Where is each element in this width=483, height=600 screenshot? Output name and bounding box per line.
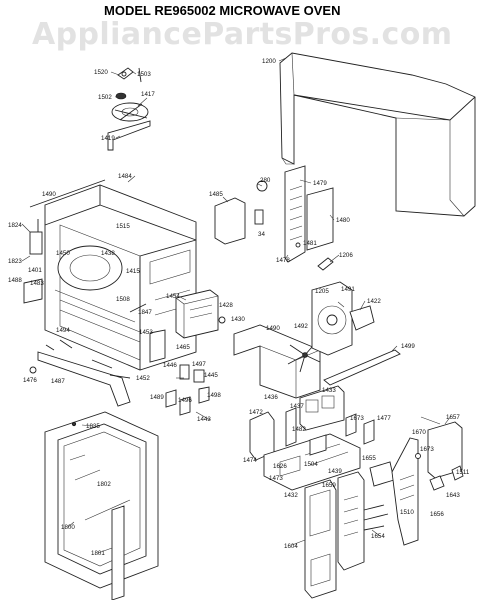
part-label: 1626 (273, 463, 287, 470)
part-label: 1484 (118, 173, 132, 180)
part-label: 1670 (412, 429, 426, 436)
part-label: 1835 (86, 423, 100, 430)
part-label: 1800 (61, 524, 75, 531)
latch-parts-drawing (29, 339, 211, 421)
part-label: 1419 (101, 135, 115, 142)
part-label: 1508 (116, 296, 130, 303)
part-label: 1438 (101, 250, 115, 257)
magnetron-drawing (129, 289, 226, 363)
part-label: 34 (258, 231, 265, 238)
part-label: 1824 (8, 222, 22, 229)
control-front-panel-drawing (304, 471, 389, 599)
part-label: 1450 (56, 250, 70, 257)
part-label: 1496 (178, 397, 192, 404)
part-labels: 1520 1503 1502 1417 1419 1200 1484 280 1… (8, 58, 470, 557)
part-label: 1430 (231, 316, 245, 323)
part-label: 1428 (219, 302, 233, 309)
oven-cavity-drawing (23, 179, 197, 371)
part-label: 1415 (126, 268, 140, 275)
part-label: 1673 (420, 446, 434, 453)
part-label: 1504 (304, 461, 318, 468)
door-assembly-drawing (44, 411, 159, 600)
part-label: 1488 (8, 277, 22, 284)
part-label: 1494 (56, 327, 70, 334)
part-label: 1510 (400, 509, 414, 516)
part-label: 1476 (23, 377, 37, 384)
part-label: 1206 (339, 252, 353, 259)
part-label: 1439 (328, 468, 342, 475)
control-panel-drawing (249, 385, 375, 491)
part-label: 1487 (51, 378, 65, 385)
part-label: 1453 (139, 329, 153, 336)
right-side-parts-drawing (369, 421, 464, 546)
part-label: 1485 (209, 191, 223, 198)
part-label: 1482 (292, 426, 306, 433)
part-label: 1847 (138, 309, 152, 316)
part-label: 1454 (166, 293, 180, 300)
part-label: 1659 (322, 482, 336, 489)
part-label: 1443 (197, 416, 211, 423)
part-label: 1491 (341, 286, 355, 293)
part-label: 1422 (367, 298, 381, 305)
part-label: 1483 (30, 280, 44, 287)
part-label: 1604 (284, 543, 298, 550)
part-label: 1515 (116, 223, 130, 230)
part-label: 1437 (290, 403, 304, 410)
part-label: 1520 (94, 69, 108, 76)
part-label: 1656 (430, 511, 444, 518)
part-label: 1823 (8, 258, 22, 265)
part-label: 1802 (97, 481, 111, 488)
part-label: 1433 (322, 387, 336, 394)
part-label: 1401 (28, 267, 42, 274)
part-label: 1479 (313, 180, 327, 187)
part-label: 1490 (42, 191, 56, 198)
part-label: 1200 (262, 58, 276, 65)
part-label: 1417 (141, 91, 155, 98)
fan-and-base-drawing (233, 281, 401, 399)
leader-lines (21, 57, 452, 554)
part-label: 1490 (266, 325, 280, 332)
part-label: 1472 (249, 409, 263, 416)
part-label: 1474 (243, 457, 257, 464)
part-label: 1465 (176, 344, 190, 351)
part-label: 1502 (98, 94, 112, 101)
part-label: 1643 (446, 492, 460, 499)
part-label: 1477 (377, 415, 391, 422)
part-label: 1478 (276, 257, 290, 264)
part-label: 1673 (350, 415, 364, 422)
part-label: 1489 (150, 394, 164, 401)
part-label: 1801 (91, 550, 105, 557)
part-label: 1655 (362, 455, 376, 462)
part-label: 1492 (294, 323, 308, 330)
part-label: 1481 (303, 240, 317, 247)
part-label: 1432 (284, 492, 298, 499)
outer-cabinet-drawing (279, 52, 476, 217)
part-label: 1498 (207, 392, 221, 399)
part-label: 1511 (456, 469, 470, 476)
part-label: 1654 (371, 533, 385, 540)
part-label: 1499 (401, 343, 415, 350)
watermark-logo: AppliancePartsPros.com (32, 17, 452, 52)
lamp-and-duct-drawing (214, 165, 334, 271)
part-label: 1436 (264, 394, 278, 401)
part-label: 1446 (163, 362, 177, 369)
stirrer-assembly-drawing (107, 67, 151, 151)
part-label: 1657 (446, 414, 460, 421)
part-label: 280 (260, 177, 271, 184)
part-label: 1452 (136, 375, 150, 382)
part-label: 1497 (192, 361, 206, 368)
part-label: 1480 (336, 217, 350, 224)
part-label: 1473 (269, 475, 283, 482)
diagram-title: MODEL RE965002 MICROWAVE OVEN (104, 3, 340, 18)
part-label: 1503 (137, 71, 151, 78)
part-label: 1205 (315, 288, 329, 295)
part-label: 1445 (204, 372, 218, 379)
